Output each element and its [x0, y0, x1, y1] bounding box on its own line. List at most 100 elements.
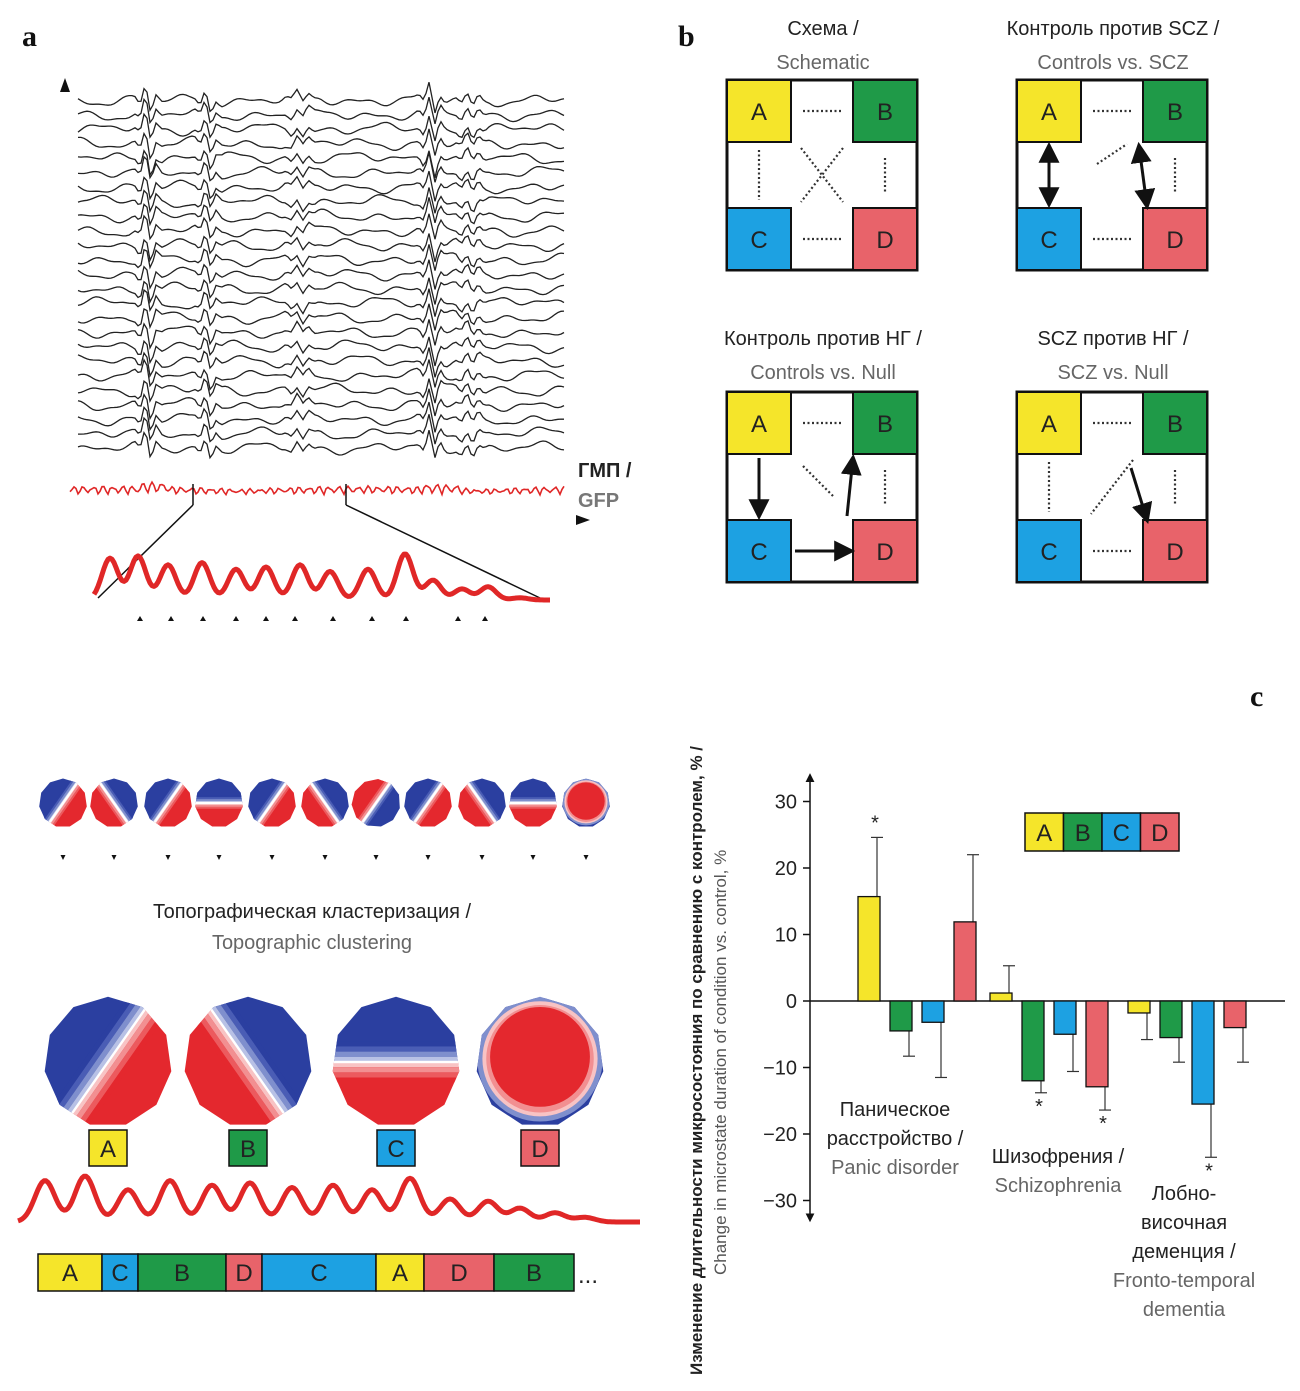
- sequence-segment: [261, 1253, 377, 1292]
- state-box-a: [726, 79, 792, 143]
- gfp-peak-markers: [137, 616, 488, 621]
- map-label-box-a: [88, 1129, 128, 1167]
- eeg-trace: [77, 430, 565, 460]
- map-label-c: C: [387, 1136, 404, 1163]
- eeg-trace: [77, 378, 565, 404]
- legend-swatch-d: [1139, 812, 1180, 852]
- transition-db: [840, 453, 862, 517]
- topo-map: [476, 996, 604, 1125]
- sequence-segment: [375, 1253, 425, 1292]
- peak-marker: [233, 616, 239, 621]
- clustering-title-ru: Топографическая кластеризация /: [153, 901, 472, 923]
- sequence-segment: [137, 1253, 227, 1292]
- group-label-en: dementia: [1143, 1299, 1226, 1321]
- map-label-box-c: [376, 1129, 416, 1167]
- diagram-title-ru: Контроль против SCZ /: [1007, 18, 1220, 40]
- state-box-a: [1016, 79, 1082, 143]
- topo-map: [144, 778, 192, 827]
- legend-label-a: A: [1036, 820, 1052, 847]
- diagram-title-ru: Схема /: [787, 18, 859, 40]
- sequence-segment: [37, 1253, 103, 1292]
- group-label-ru: деменция /: [1132, 1241, 1236, 1263]
- diagram-title-en: Controls vs. Null: [750, 362, 896, 384]
- map-label-box-b: [228, 1129, 268, 1167]
- peak-marker: [168, 616, 174, 621]
- map-tick: [111, 855, 117, 860]
- gfp-bottom-trace: [17, 1173, 641, 1225]
- significance-marker: *: [1035, 1096, 1043, 1118]
- map-tick: [583, 855, 589, 860]
- map-label-box-d: [520, 1129, 560, 1167]
- eeg-trace: [77, 187, 565, 214]
- peak-marker: [137, 616, 143, 621]
- state-box-b: [852, 79, 918, 143]
- state-label-b: B: [1167, 411, 1183, 438]
- eeg-trace: [77, 152, 565, 183]
- eeg-trace: [77, 277, 565, 305]
- state-label-a: A: [751, 99, 767, 126]
- eeg-trace: [77, 401, 565, 433]
- topo-map: [39, 778, 87, 827]
- state-box-d: [1142, 207, 1208, 271]
- peak-marker: [369, 616, 375, 621]
- map-tick: [216, 855, 222, 860]
- y-axis-label-en: Change in microstate duration of conditi…: [711, 850, 730, 1275]
- eeg-trace: [77, 388, 565, 421]
- group-label-ru: Шизофрения /: [992, 1146, 1125, 1168]
- map-tick: [269, 855, 275, 860]
- state-box-b: [852, 391, 918, 455]
- y-tick-label: −30: [763, 1191, 797, 1213]
- y-tick-label: 20: [775, 858, 797, 880]
- topo-map: [248, 778, 296, 827]
- eeg-trace: [77, 146, 565, 178]
- map-tick: [165, 855, 171, 860]
- bar-c: [1191, 1000, 1215, 1105]
- eeg-trace: [77, 197, 565, 227]
- peak-marker: [200, 616, 206, 621]
- state-box-d: [852, 519, 918, 583]
- bar-a: [1127, 1000, 1151, 1014]
- gfp-trace: [69, 480, 565, 497]
- eeg-trace: [77, 358, 565, 391]
- y-tick-label: −20: [763, 1124, 797, 1146]
- bar-chart: 3020100−10−20−30*Паническоерасстройство …: [763, 773, 1285, 1321]
- state-label-c: C: [750, 539, 767, 566]
- state-label-c: C: [1040, 539, 1057, 566]
- eeg-trace: [77, 259, 565, 290]
- sequence-segment-label: D: [235, 1260, 252, 1287]
- state-label-c: C: [750, 227, 767, 254]
- eeg-trace: [78, 414, 565, 445]
- eeg-trace: [77, 336, 565, 367]
- gfp-label-ru: ГМП /: [578, 460, 632, 482]
- group-label-en: Schizophrenia: [995, 1175, 1123, 1197]
- y-axis-label-ru: Изменение длительности микросостояния по…: [687, 746, 706, 1375]
- sequence-segment: [423, 1253, 495, 1292]
- panel-b-letter: b: [678, 20, 695, 53]
- bar-c: [921, 1000, 945, 1023]
- state-label-b: B: [1167, 99, 1183, 126]
- eeg-trace: [77, 233, 565, 263]
- state-box-c: [1016, 519, 1082, 583]
- map-tick: [373, 855, 379, 860]
- topo-map: [90, 778, 138, 827]
- eeg-traces: [77, 82, 565, 460]
- sequence-ellipsis: ...: [578, 1262, 598, 1289]
- sequence-segment: [493, 1253, 575, 1292]
- sequence-segment: [225, 1253, 263, 1292]
- topo-map: [44, 996, 172, 1125]
- state-label-b: B: [877, 411, 893, 438]
- map-tick: [60, 855, 66, 860]
- peak-marker: [403, 616, 409, 621]
- state-box-a: [1016, 391, 1082, 455]
- bar-d: [1085, 1000, 1109, 1088]
- eeg-trace: [77, 213, 565, 241]
- diagram-title-en: Schematic: [776, 52, 869, 74]
- topo-map: [404, 778, 452, 827]
- eeg-trace: [77, 347, 565, 378]
